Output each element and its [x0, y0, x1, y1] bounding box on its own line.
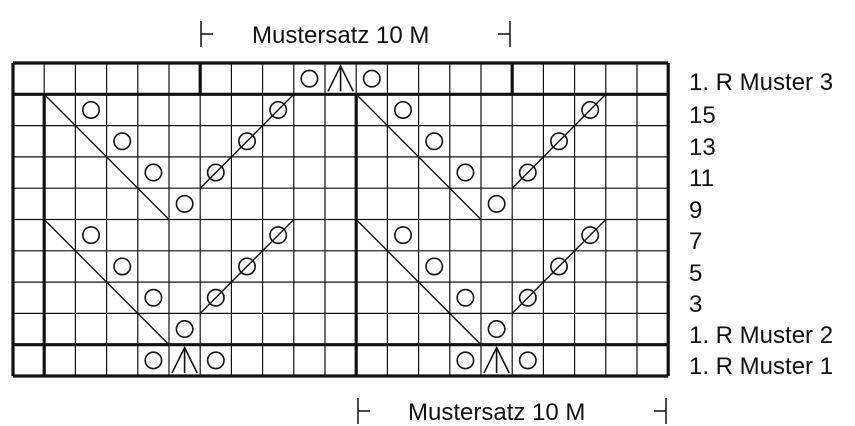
- row-label-7: 7: [689, 228, 702, 255]
- right-decrease-line: [511, 93, 607, 189]
- yarn-over-icon: [113, 257, 132, 276]
- yarn-over-icon: [518, 351, 537, 370]
- yarn-over-icon: [206, 163, 225, 182]
- yarn-over-icon: [549, 257, 568, 276]
- repeat-label-bottom: Mustersatz 10 M: [408, 399, 585, 426]
- yarn-over-icon: [456, 163, 475, 182]
- yarn-over-icon: [393, 100, 412, 119]
- row-labels: 1. R Muster 3 15 13 11 9 7 5 3 1. R Must…: [689, 69, 833, 380]
- yarn-over-icon: [175, 194, 194, 213]
- right-decrease-line: [511, 219, 607, 314]
- row-label-muster2: 1. R Muster 2: [689, 322, 833, 349]
- yarn-over-icon: [206, 351, 225, 370]
- yarn-over-icon: [82, 100, 101, 119]
- yarn-over-icon: [393, 226, 412, 245]
- yarn-over-icon: [144, 288, 163, 307]
- yarn-over-icon: [269, 226, 288, 245]
- left-decrease-line: [43, 219, 170, 346]
- repeat-marker-top: Mustersatz 10 M: [200, 21, 511, 49]
- row-label-3: 3: [689, 291, 702, 318]
- yarn-over-icon: [144, 163, 163, 182]
- yarn-over-icon: [487, 194, 506, 213]
- yarn-over-icon: [518, 163, 537, 182]
- yarn-over-icon: [82, 226, 101, 245]
- yarn-over-icon: [144, 351, 163, 370]
- yarn-over-icon: [581, 226, 600, 245]
- yarn-over-icon: [487, 320, 506, 339]
- yarn-over-icon: [425, 132, 444, 151]
- repeat-label-top: Mustersatz 10 M: [252, 22, 429, 49]
- yarn-over-icon: [362, 69, 381, 88]
- row-label-5: 5: [689, 260, 702, 287]
- yarn-over-icon: [456, 351, 475, 370]
- row-label-11: 11: [689, 165, 714, 192]
- left-decrease-line: [355, 93, 482, 220]
- yarn-over-icon: [300, 69, 319, 88]
- yarn-over-icon: [456, 288, 475, 307]
- yarn-over-icon: [425, 257, 444, 276]
- decrease-lines: [43, 93, 607, 346]
- yarn-over-icon: [206, 288, 225, 307]
- yarn-over-icon: [549, 132, 568, 151]
- row-label-9: 9: [689, 197, 702, 224]
- row-label-muster1: 1. R Muster 1: [689, 353, 833, 380]
- right-decrease-line: [199, 93, 295, 189]
- chart-grid: [12, 62, 669, 377]
- chart-symbols: [82, 64, 600, 374]
- row-label-muster3: 1. R Muster 3: [689, 69, 833, 96]
- left-decrease-line: [43, 93, 170, 220]
- yarn-over-icon: [113, 132, 132, 151]
- row-label-15: 15: [689, 102, 716, 129]
- yarn-over-icon: [269, 100, 288, 119]
- yarn-over-icon: [518, 288, 537, 307]
- yarn-over-icon: [175, 320, 194, 339]
- left-decrease-line: [355, 219, 482, 346]
- row-label-13: 13: [689, 134, 716, 161]
- repeat-marker-bottom: Mustersatz 10 M: [357, 398, 667, 426]
- chart-thick-lines: [11, 61, 670, 378]
- right-decrease-line: [199, 219, 295, 314]
- yarn-over-icon: [238, 132, 257, 151]
- yarn-over-icon: [581, 100, 600, 119]
- yarn-over-icon: [238, 257, 257, 276]
